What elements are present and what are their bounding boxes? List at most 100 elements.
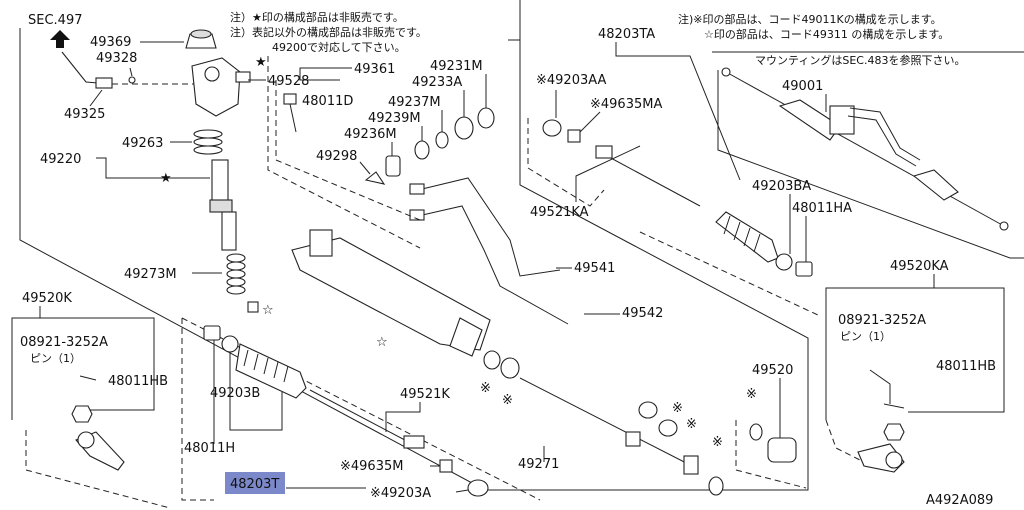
clamp-49203B bbox=[221, 335, 239, 353]
label-49220: 49220 bbox=[40, 152, 81, 167]
label-49528: 49528 bbox=[268, 74, 309, 89]
label-48011D: 48011D bbox=[302, 94, 353, 109]
label-49236M: 49236M bbox=[344, 127, 397, 142]
hollow-star-1: ☆ bbox=[262, 303, 274, 318]
seal-rack-e bbox=[708, 476, 724, 496]
oring-49328 bbox=[128, 76, 136, 84]
label-49541: 49541 bbox=[574, 261, 615, 276]
kome-3: ※ bbox=[672, 401, 683, 416]
assembly-boot-right bbox=[912, 169, 959, 201]
label-48011H: 48011H bbox=[184, 441, 235, 456]
leader-49520KA-right bbox=[908, 287, 1005, 413]
diagram-id: A492A089 bbox=[926, 493, 993, 508]
label-49271: 49271 bbox=[518, 457, 559, 472]
label-49521K: 49521K bbox=[400, 387, 450, 402]
label-sec497: SEC.497 bbox=[28, 13, 83, 28]
leader-48203TA bbox=[615, 42, 741, 181]
pin-right bbox=[883, 403, 905, 409]
spring-49237M bbox=[435, 131, 449, 149]
label-pin-left: ピン（1） bbox=[30, 352, 81, 365]
nut-48011HB-left bbox=[71, 405, 93, 423]
inner-tie-rod-right bbox=[595, 149, 701, 207]
ring-49263-c bbox=[193, 145, 223, 155]
ring-rack-d bbox=[658, 419, 678, 437]
seal-49520-small bbox=[749, 423, 763, 441]
star-49220: ★ bbox=[160, 171, 172, 186]
ring-49263-b bbox=[193, 137, 223, 147]
label-49361: 49361 bbox=[354, 62, 395, 77]
ring-49239M bbox=[414, 140, 430, 160]
pipe-nut-49325 bbox=[95, 77, 113, 89]
leader-49328 bbox=[129, 67, 133, 77]
leader-49298 bbox=[359, 161, 371, 175]
gear-housing bbox=[291, 237, 491, 351]
label-49369: 49369 bbox=[90, 35, 131, 50]
note-right-2: ☆印の部品は、コード49311 の構成を示します。 bbox=[704, 27, 949, 41]
label-49273M: 49273M bbox=[124, 267, 177, 282]
label-49521KA: 49521KA bbox=[530, 205, 589, 220]
label-48203TA: 48203TA bbox=[598, 27, 655, 42]
clamp-49203BA bbox=[775, 253, 793, 271]
leader-49520KA-left bbox=[825, 274, 935, 420]
ring-49273M-d bbox=[226, 277, 246, 287]
sec497-arrow-icon bbox=[50, 30, 70, 48]
pin-left bbox=[79, 375, 97, 381]
leader-49203A bbox=[455, 489, 469, 493]
assembly-end-right bbox=[999, 221, 1009, 231]
boot-48203T bbox=[235, 343, 307, 399]
assembly-rack-49001 bbox=[725, 71, 1005, 227]
rack-49271 bbox=[519, 377, 697, 469]
nut-48011HA bbox=[795, 261, 813, 277]
bolt-48011D bbox=[289, 103, 297, 133]
pinion-collar bbox=[209, 199, 233, 213]
label-49542: 49542 bbox=[622, 306, 663, 321]
label-08921-right: 08921-3252A bbox=[838, 313, 926, 328]
boot-ribs bbox=[243, 349, 289, 383]
clamp-49203A bbox=[467, 479, 489, 497]
leader-49361 bbox=[299, 67, 352, 81]
tie-rod-ball-right bbox=[885, 451, 903, 469]
leader-49521K bbox=[385, 402, 421, 432]
label-49237M: 49237M bbox=[388, 95, 441, 110]
leader-49520K-right bbox=[40, 317, 155, 411]
clip-49298 bbox=[364, 171, 386, 185]
label-49203AA: ※49203AA bbox=[536, 73, 607, 88]
ring-rack-c bbox=[638, 401, 658, 419]
leader-48203T-frame bbox=[229, 352, 283, 431]
highlight-48203T bbox=[225, 472, 285, 494]
label-49298: 49298 bbox=[316, 149, 357, 164]
note-left-2: 注）表記以外の構成部品は非販売です。 bbox=[230, 25, 427, 39]
washer-49635MA bbox=[567, 129, 581, 143]
leader-49325 bbox=[89, 89, 103, 107]
pipe-nut-b bbox=[409, 209, 425, 221]
note-left-3: 49200で対応して下さい。 bbox=[272, 40, 406, 54]
label-pin-right: ピン（1） bbox=[840, 330, 891, 343]
assembly-end-left bbox=[721, 67, 731, 77]
assembly-valve bbox=[829, 105, 855, 135]
inner-rod-joint-right bbox=[595, 145, 613, 159]
clamp-49203AA bbox=[542, 119, 562, 137]
ring-49233A bbox=[454, 116, 474, 140]
assembly-pipes-2 bbox=[847, 115, 917, 167]
label-49263: 49263 bbox=[122, 136, 163, 151]
leader-49635MA bbox=[579, 111, 601, 133]
leader-49521KA bbox=[575, 145, 641, 202]
label-49325: 49325 bbox=[64, 107, 105, 122]
label-49233A: 49233A bbox=[412, 75, 462, 90]
mounting-note: マウンティングはSEC.483を参照下さい。 bbox=[755, 53, 965, 67]
inner-tie-rod-left bbox=[309, 389, 421, 449]
pinion-gear bbox=[221, 211, 237, 251]
plug-hollowstar bbox=[247, 301, 259, 313]
frame-left-upper bbox=[19, 0, 809, 491]
cap-49369 bbox=[185, 33, 217, 49]
rack-end bbox=[683, 455, 699, 475]
label-49520KA: 49520KA bbox=[890, 259, 949, 274]
inner-rod-joint-left bbox=[403, 435, 425, 449]
kome-5: ※ bbox=[712, 435, 723, 450]
bushing-49520 bbox=[767, 437, 797, 463]
note-left-1: 注）★印の構成部品は非販売です。 bbox=[230, 10, 404, 24]
pipe-nut-a bbox=[409, 183, 425, 195]
label-49231M: 49231M bbox=[430, 59, 483, 74]
label-49520K: 49520K bbox=[22, 291, 72, 306]
